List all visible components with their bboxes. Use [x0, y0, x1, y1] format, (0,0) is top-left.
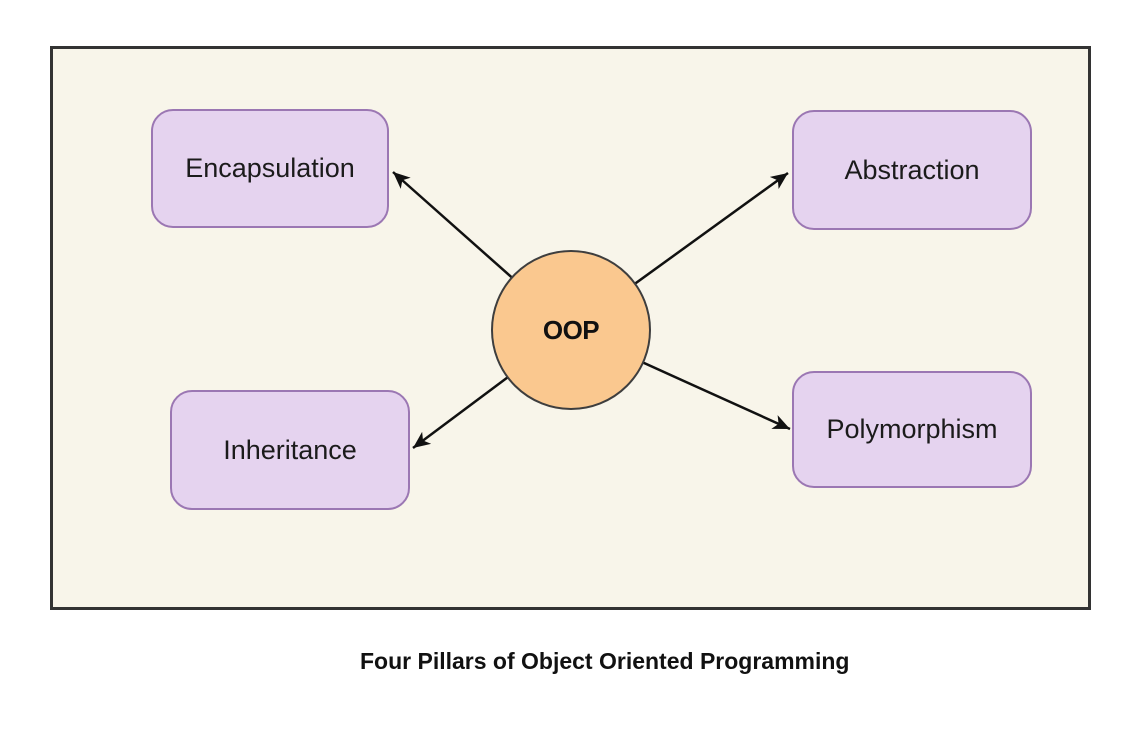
node-abstraction-label: Abstraction — [844, 154, 980, 185]
node-inheritance: Inheritance — [170, 390, 410, 510]
node-encapsulation: Encapsulation — [151, 109, 389, 228]
node-encapsulation-label: Encapsulation — [185, 153, 355, 183]
diagram-caption: Four Pillars of Object Oriented Programm… — [360, 648, 850, 674]
node-polymorphism: Polymorphism — [792, 371, 1032, 488]
node-inheritance-label: Inheritance — [223, 434, 357, 465]
center-node-oop: OOP — [491, 250, 651, 410]
node-abstraction: Abstraction — [792, 110, 1032, 230]
center-node-oop-label: OOP — [542, 314, 600, 345]
node-polymorphism-label: Polymorphism — [826, 414, 998, 444]
